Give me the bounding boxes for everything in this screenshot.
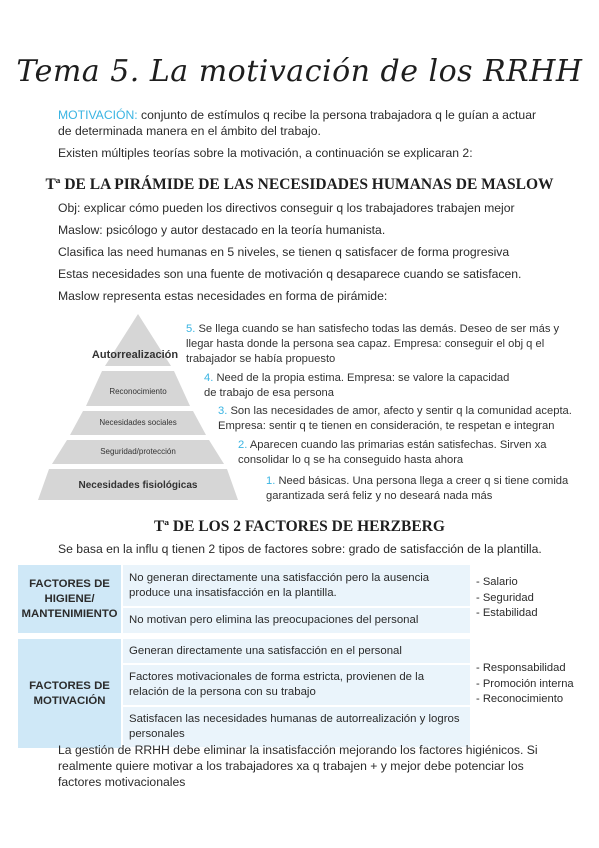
motivation-row: FACTORES DE MOTIVACIÓN Generan directame… — [18, 636, 470, 748]
hygiene-label: FACTORES DE HIGIENE/ MANTENIMIENTO — [18, 565, 122, 639]
list-item: Promoción interna — [476, 677, 574, 693]
motivation-keyword: MOTIVACIÓN: — [58, 108, 138, 122]
intro-definition-line2: de determinada manera en el ámbito del t… — [58, 124, 321, 138]
pyramid-label-1: Necesidades fisiológicas — [78, 480, 198, 491]
pyramid-level-3 — [70, 411, 206, 435]
motivation-examples: Responsabilidad Promoción interna Recono… — [476, 661, 574, 708]
page-title: Tema 5. La motivación de los RRHH — [16, 54, 583, 89]
herzberg-conclusion: La gestión de RRHH debe eliminar la insa… — [58, 743, 538, 789]
list-item: Responsabilidad — [476, 661, 574, 677]
pyramid-note-1: 1. Need básicas. Una persona llega a cre… — [266, 475, 569, 502]
maslow-heading: Tª DE LA PIRÁMIDE DE LAS NECESIDADES HUM… — [45, 176, 554, 193]
pyramid-label-5: Autorrealización — [91, 349, 179, 361]
pyramid-note-5: 5. Se llega cuando se han satisfecho tod… — [186, 323, 560, 365]
motivation-cell: Factores motivacionales de forma estrict… — [121, 664, 470, 707]
hygiene-cell: No generan directamente una satisfacción… — [121, 565, 470, 609]
pyramid-level-2 — [52, 440, 224, 464]
motivation-cell: Generan directamente una satisfacción en… — [121, 636, 470, 665]
pyramid-note-2: 2. Aparecen cuando las primarias están s… — [238, 439, 547, 466]
maslow-line: Maslow representa estas necesidades en f… — [58, 289, 388, 303]
herzberg-table: FACTORES DE HIGIENE/ MANTENIMIENTO No ge… — [18, 565, 470, 749]
pyramid-level-4 — [86, 371, 190, 406]
maslow-line: Obj: explicar cómo pueden los directivos… — [58, 201, 515, 215]
pyramid-label-2: Seguridad/protección — [100, 447, 176, 456]
pyramid-note-3: 3. Son las necesidades de amor, afecto y… — [218, 405, 572, 432]
list-item: Reconocimiento — [476, 692, 574, 708]
list-item: Seguridad — [476, 591, 538, 607]
pyramid-label-4: Reconocimiento — [109, 387, 167, 396]
herzberg-heading: Tª DE LOS 2 FACTORES DE HERZBERG — [154, 518, 445, 535]
herzberg-subtitle: Se basa en la influ q tienen 2 tipos de … — [58, 542, 542, 556]
motivation-cell: Satisfacen las necesidades humanas de au… — [121, 706, 470, 749]
list-item: Estabilidad — [476, 606, 538, 622]
intro-theories: Existen múltiples teorías sobre la motiv… — [58, 146, 473, 160]
maslow-line: Clasifica las need humanas en 5 niveles,… — [58, 245, 510, 259]
intro-definition: MOTIVACIÓN: conjunto de estímulos q reci… — [58, 108, 537, 122]
maslow-pyramid — [38, 314, 238, 500]
hygiene-row: FACTORES DE HIGIENE/ MANTENIMIENTO No ge… — [18, 565, 470, 639]
list-item: Salario — [476, 575, 538, 591]
pyramid-labels: Autorrealización Reconocimiento Necesida… — [38, 312, 238, 502]
pyramid-note-4: 4. Need de la propia estima. Empresa: se… — [204, 372, 510, 399]
motivation-label: FACTORES DE MOTIVACIÓN — [18, 636, 122, 748]
maslow-line: Maslow: psicólogo y autor destacado en l… — [58, 223, 386, 237]
pyramid-level-1 — [38, 469, 238, 500]
hygiene-examples: Salario Seguridad Estabilidad — [476, 575, 538, 622]
pyramid-level-5 — [105, 314, 171, 366]
hygiene-cell: No motivan pero elimina las preocupacion… — [121, 607, 470, 639]
pyramid-label-3: Necesidades sociales — [99, 418, 177, 427]
maslow-line: Estas necesidades son una fuente de moti… — [58, 267, 522, 281]
